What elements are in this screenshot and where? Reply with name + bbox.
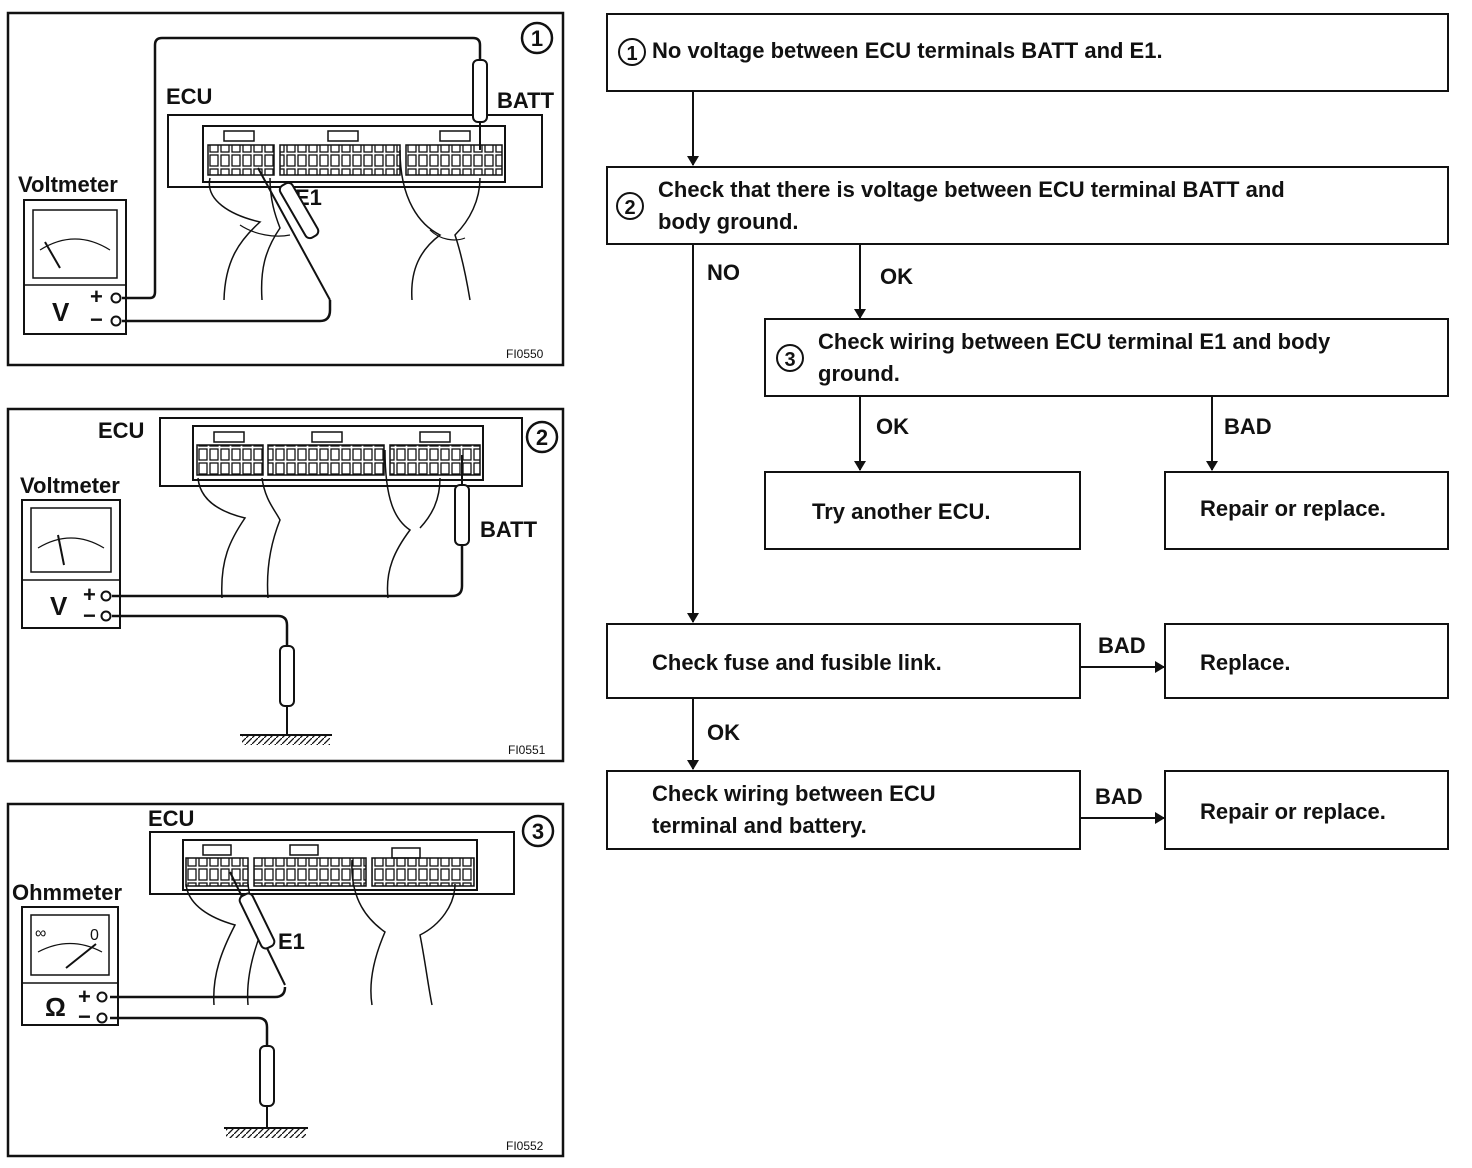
ecu-label: ECU [166, 84, 212, 109]
step-3-box: 3 Check wiring between ECU terminal E1 a… [764, 318, 1449, 397]
voltmeter [23, 199, 127, 335]
step-2-number: 2 [616, 192, 644, 220]
ecu-label: ECU [98, 418, 144, 443]
panel-3: 3 ECU E1 Ohmmeter ∞ 0 Ω + [6, 802, 565, 1158]
step-3-line-2: ground. [818, 360, 900, 386]
ecu-label: ECU [148, 806, 194, 831]
minus-sign: − [83, 603, 96, 628]
edge-label-ok-2: OK [876, 414, 909, 439]
minus-sign: − [90, 307, 103, 332]
step-3-line-1: Check wiring between ECU terminal E1 and… [818, 329, 1331, 354]
panel-1-number: 1 [531, 26, 543, 51]
ecu-body [167, 114, 543, 188]
step-1-number: 1 [618, 38, 646, 67]
meter-label: Ohmmeter [12, 880, 122, 905]
edge-label-ok-1: OK [880, 264, 913, 289]
batt-label: BATT [480, 517, 538, 542]
step-3-number: 3 [776, 344, 804, 372]
ohmmeter [21, 906, 119, 1026]
voltmeter [21, 499, 121, 629]
minus-sign: − [78, 1004, 91, 1029]
panel-2: 2 ECU BATT Voltmeter V + − [6, 407, 565, 763]
meter-symbol: V [52, 297, 70, 327]
figure-code: FI0550 [506, 347, 544, 361]
step-2-box: 2 Check that there is voltage between EC… [606, 166, 1449, 245]
ground-symbol [242, 735, 330, 745]
check-wiring-box: Check wiring between ECU terminal and ba… [606, 770, 1081, 850]
plus-sign: + [83, 582, 96, 607]
edge-label-bad-2: BAD [1098, 633, 1146, 658]
plus-sign: + [78, 984, 91, 1009]
infinity-mark: ∞ [35, 925, 46, 942]
check-fuse-text: Check fuse and fusible link. [652, 650, 942, 675]
ground-symbol [226, 1128, 306, 1138]
ecu-body [149, 831, 515, 895]
panel-3-number: 3 [532, 819, 544, 844]
repair-replace-box-2: Repair or replace. [1164, 770, 1449, 850]
ecu-body [159, 417, 523, 487]
replace-box: Replace. [1164, 623, 1449, 699]
illustrations: 1 ECU BATT E1 Voltmeter V [6, 11, 565, 1158]
step-2-line-1: Check that there is voltage between ECU … [658, 177, 1285, 202]
repair-replace-box-1: Repair or replace. [1164, 471, 1449, 550]
figure-code: FI0552 [506, 1139, 544, 1153]
replace-text: Replace. [1200, 650, 1291, 675]
batt-label: BATT [497, 88, 555, 113]
edge-label-ok-3: OK [707, 720, 740, 745]
meter-label: Voltmeter [20, 473, 120, 498]
step-2-line-2: body ground. [658, 208, 799, 234]
check-fuse-box: Check fuse and fusible link. [606, 623, 1081, 699]
edge-label-bad-1: BAD [1224, 414, 1272, 439]
meter-label: Voltmeter [18, 172, 118, 197]
figure-code: FI0551 [508, 743, 546, 757]
e1-label: E1 [278, 929, 305, 954]
panel-1: 1 ECU BATT E1 Voltmeter V [6, 11, 565, 367]
try-another-ecu-text: Try another ECU. [812, 499, 991, 524]
check-wiring-line-1: Check wiring between ECU [652, 781, 936, 806]
repair-replace-text-2: Repair or replace. [1200, 799, 1386, 824]
meter-symbol: Ω [45, 992, 66, 1022]
panel-2-number: 2 [536, 425, 548, 450]
edge-label-no: NO [707, 260, 740, 285]
step-1-text: No voltage between ECU terminals BATT an… [652, 38, 1163, 63]
repair-replace-text-1: Repair or replace. [1200, 496, 1386, 521]
try-another-ecu-box: Try another ECU. [764, 471, 1081, 550]
zero-mark: 0 [90, 927, 99, 944]
meter-symbol: V [50, 591, 68, 621]
edge-label-bad-3: BAD [1095, 784, 1143, 809]
plus-sign: + [90, 284, 103, 309]
check-wiring-line-2: terminal and battery. [652, 812, 867, 838]
